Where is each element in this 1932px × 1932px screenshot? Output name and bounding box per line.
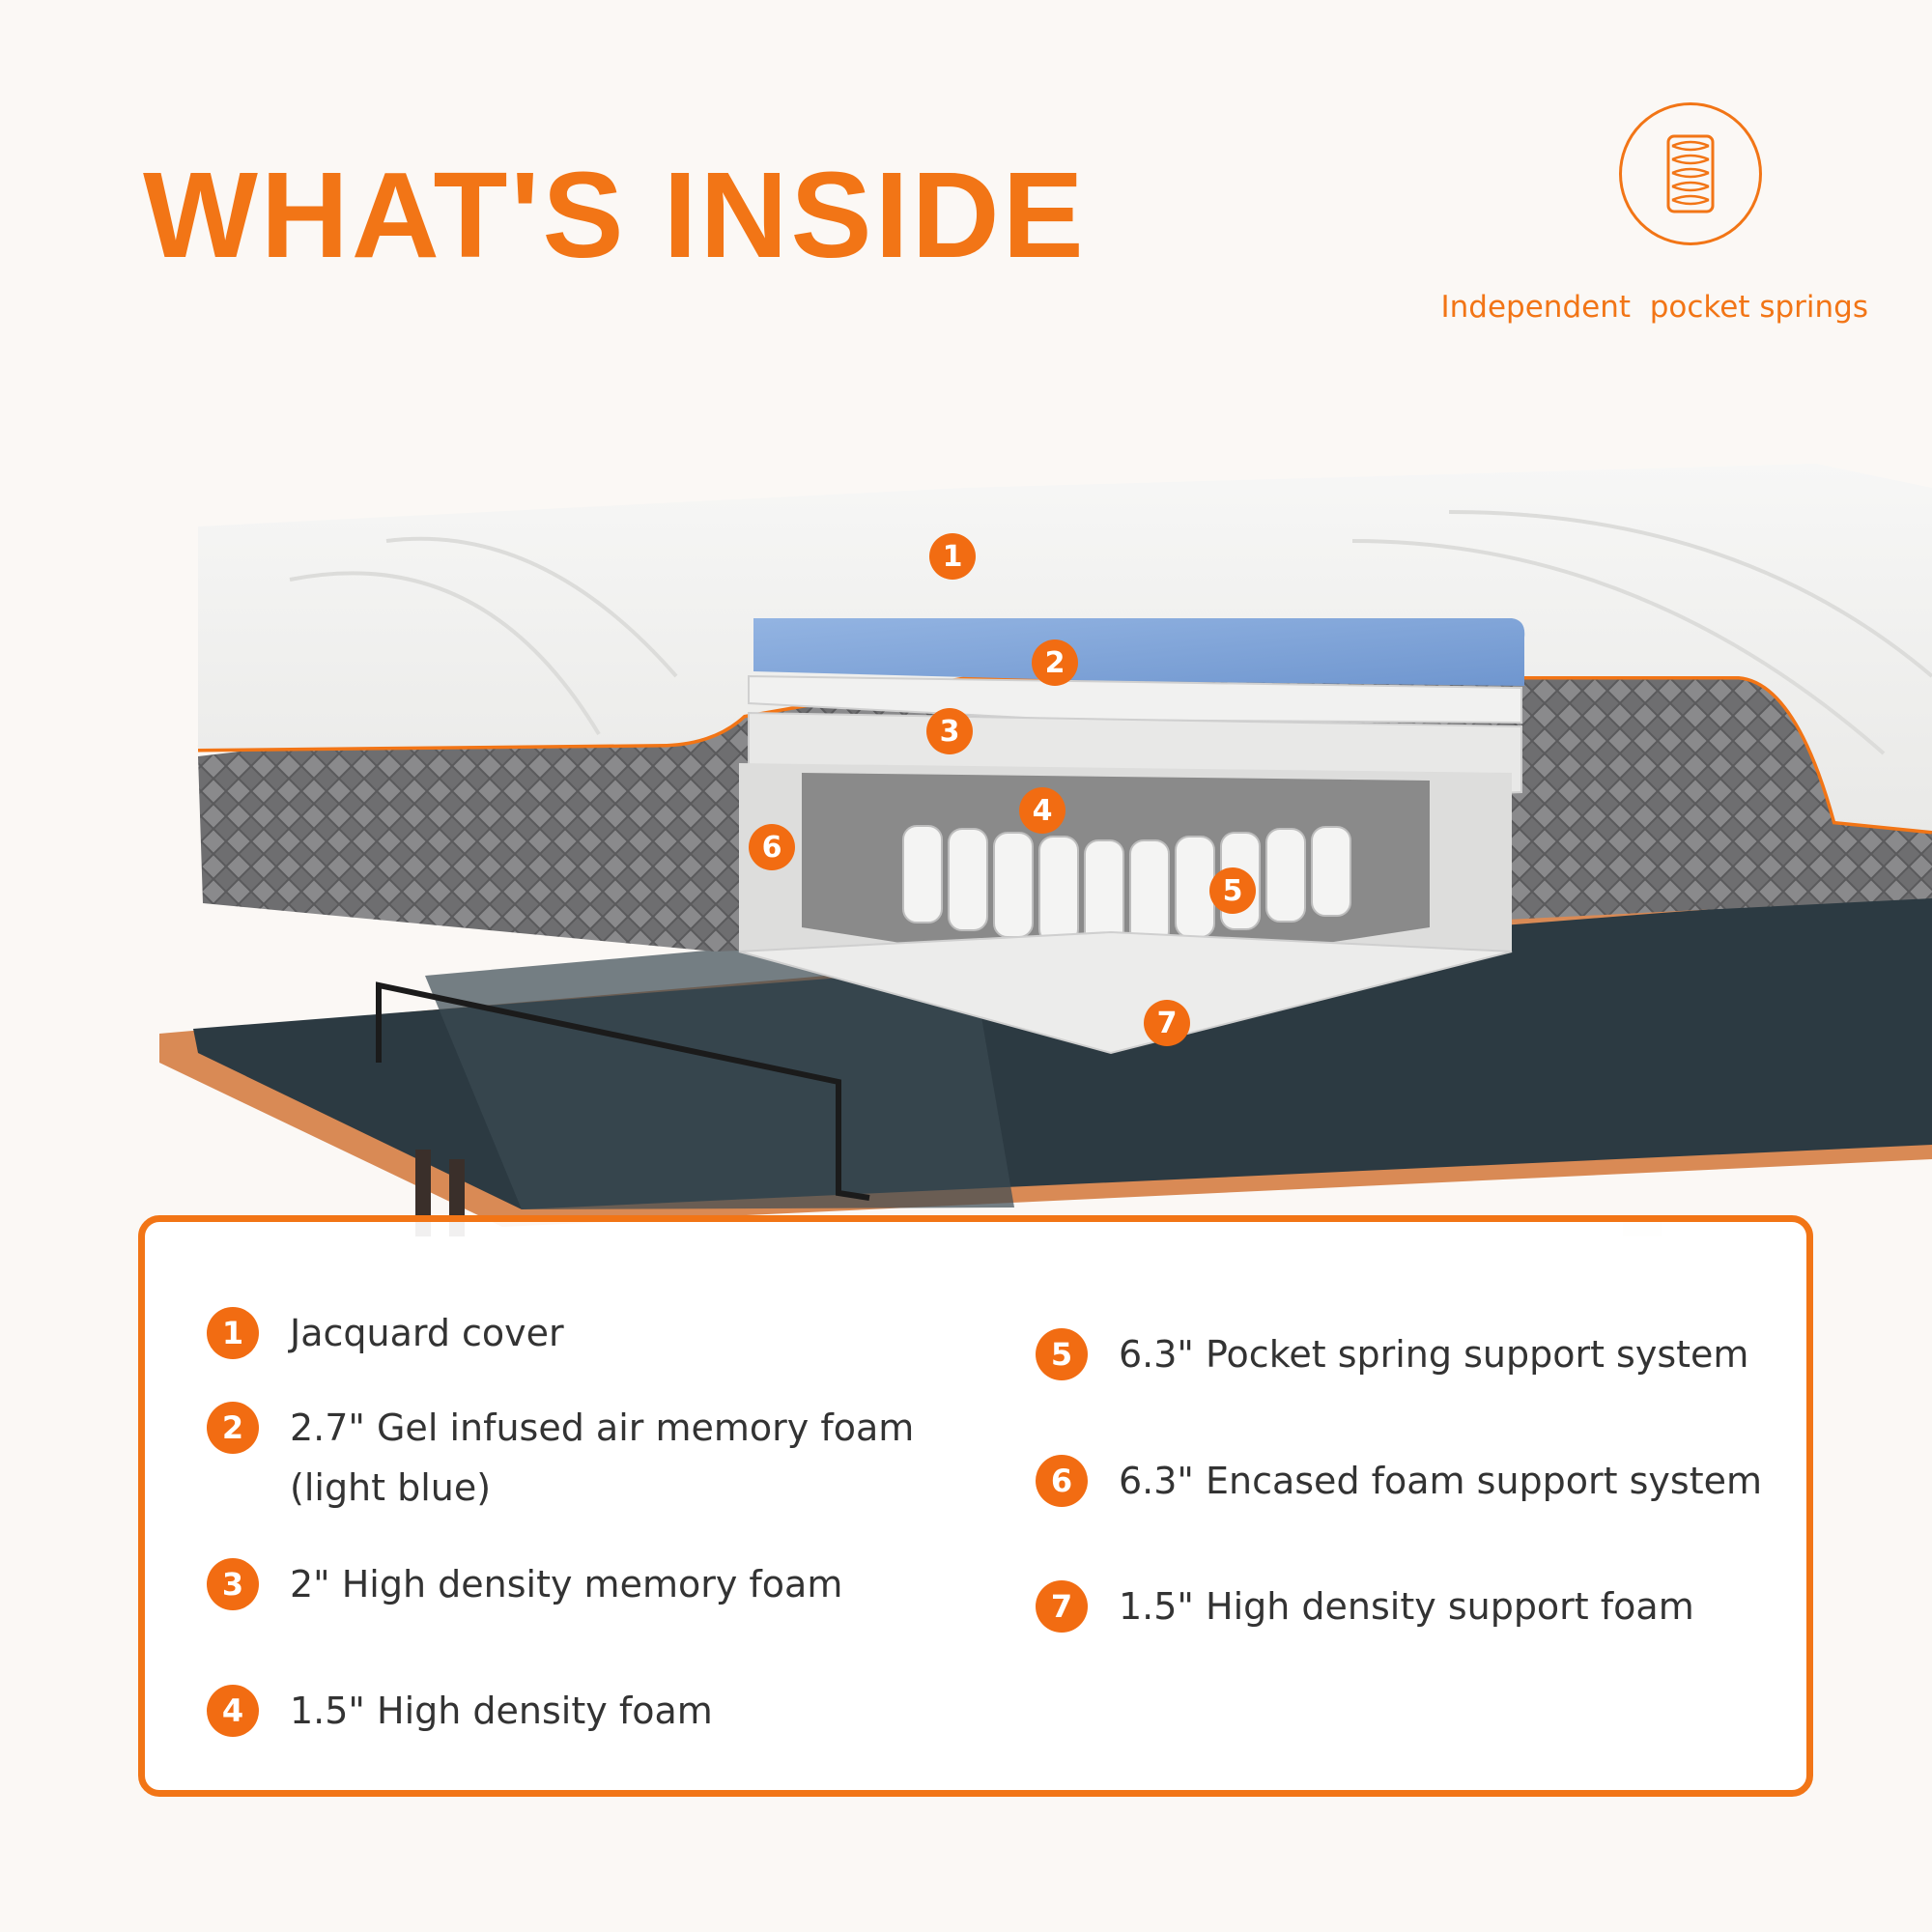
legend-number: 6 [1036, 1455, 1088, 1507]
legend-item: 6 6.3" Encased foam support system [1036, 1455, 1762, 1511]
pocket-springs-label: Independent pocket springs [1440, 290, 1868, 325]
legend-text-line: 2.7" Gel infused air memory foam [290, 1406, 915, 1449]
callout-1: 1 [929, 533, 976, 580]
legend-number: 1 [207, 1307, 259, 1359]
legend-item: 3 2" High density memory foam [207, 1558, 842, 1614]
page-title: WHAT'S INSIDE [143, 147, 1087, 283]
badge-circle [1619, 102, 1762, 245]
callout-3: 3 [926, 708, 973, 754]
legend-number: 7 [1036, 1580, 1088, 1633]
legend-number: 3 [207, 1558, 259, 1610]
legend-text: Jacquard cover [290, 1312, 564, 1354]
legend-text: 1.5" High density foam [290, 1690, 713, 1732]
legend-panel: 1 Jacquard cover 2 2.7" Gel infused air … [138, 1215, 1813, 1797]
legend-item: 5 6.3" Pocket spring support system [1036, 1328, 1748, 1384]
pocket-spring-icon [1666, 134, 1715, 213]
legend-text: 6.3" Encased foam support system [1119, 1460, 1763, 1502]
legend-text: 2.7" Gel infused air memory foam (light … [290, 1398, 914, 1518]
legend-text: 1.5" High density support foam [1119, 1585, 1694, 1628]
callout-6: 6 [749, 824, 795, 870]
callout-4: 4 [1019, 787, 1065, 834]
legend-text-line: (light blue) [290, 1466, 492, 1509]
callout-7: 7 [1144, 1000, 1190, 1046]
legend-item: 4 1.5" High density foam [207, 1685, 713, 1741]
legend-text: 6.3" Pocket spring support system [1119, 1333, 1749, 1376]
gel-memory-foam-layer [753, 618, 1525, 686]
bed-leg [415, 1150, 431, 1236]
legend-item: 7 1.5" High density support foam [1036, 1580, 1694, 1636]
mattress-illustration [159, 464, 1932, 1236]
legend-item: 2 2.7" Gel infused air memory foam (ligh… [207, 1402, 914, 1518]
legend-number: 4 [207, 1685, 259, 1737]
retainer-bar [376, 981, 870, 1201]
legend-number: 2 [207, 1402, 259, 1454]
callout-5: 5 [1209, 867, 1256, 914]
callout-2: 2 [1032, 639, 1078, 686]
legend-text: 2" High density memory foam [290, 1563, 843, 1605]
support-foam-layer [738, 930, 1513, 1055]
bed-frame [159, 869, 1932, 1236]
legend-number: 5 [1036, 1328, 1088, 1380]
legend-item: 1 Jacquard cover [207, 1307, 564, 1363]
